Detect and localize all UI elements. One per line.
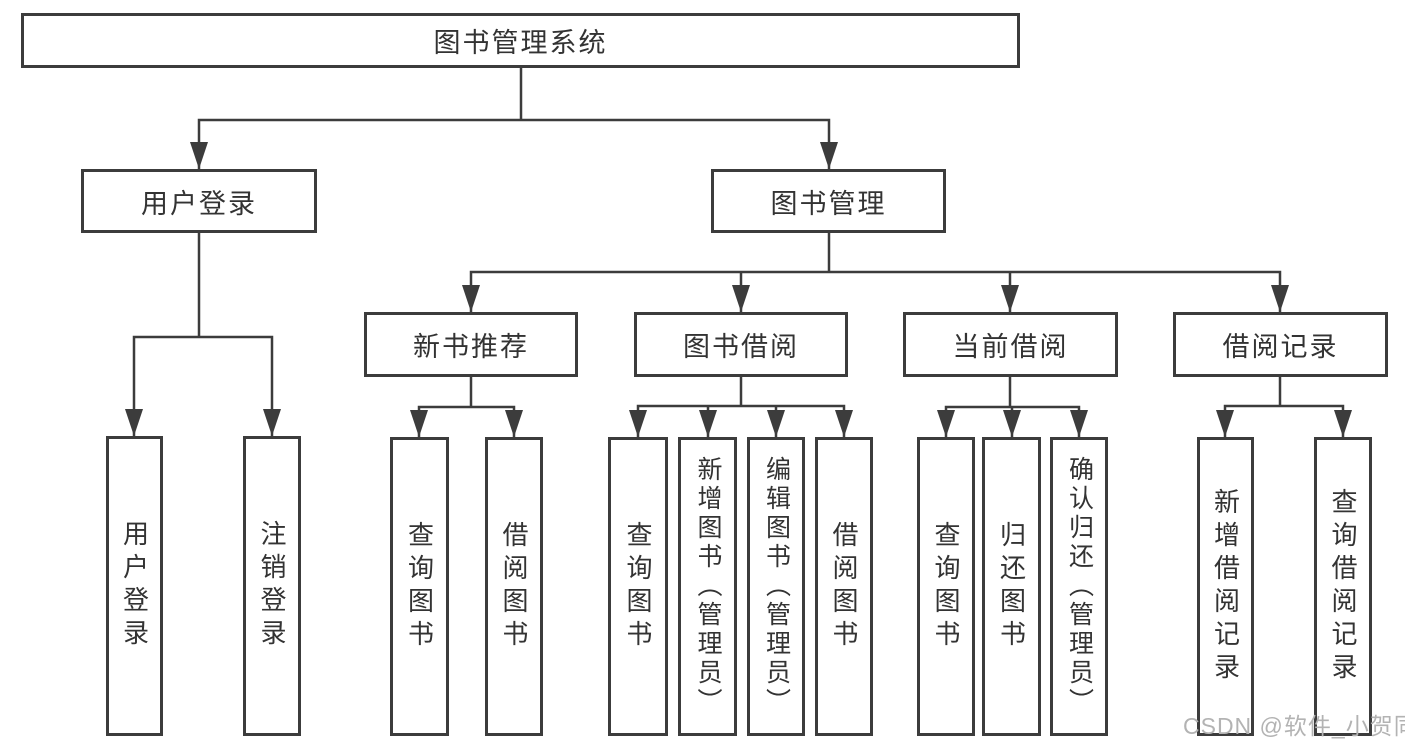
node-label: 借阅记录 <box>1222 332 1339 362</box>
watermark: CSDN @软件_小贺同学 <box>1183 713 1405 739</box>
node-label: 编辑图书（管理员） <box>762 456 791 717</box>
leaf-records-query-borrow-record: 查询借阅记录 <box>1314 437 1372 736</box>
tree-edges <box>132 68 1345 437</box>
node-current-borrowing: 当前借阅 <box>903 312 1118 377</box>
leaf-current-return-book: 归还图书 <box>982 437 1041 736</box>
arrowheads <box>125 142 1352 437</box>
leaf-records-add-borrow-record: 新增借阅记录 <box>1197 437 1254 736</box>
leaf-borrow-edit-book-admin: 编辑图书（管理员） <box>747 437 805 736</box>
node-label: 查询图书 <box>931 520 961 653</box>
leaf-borrow-query-book: 查询图书 <box>608 437 668 736</box>
node-label: 新增图书（管理员） <box>694 456 722 717</box>
node-new-book-recommend: 新书推荐 <box>364 312 578 377</box>
node-book-management: 图书管理 <box>711 169 946 233</box>
node-label: 注销登录 <box>257 520 287 652</box>
node-book-borrowing: 图书借阅 <box>634 312 848 377</box>
node-label: 当前借阅 <box>952 332 1069 362</box>
leaf-newbook-borrow-book: 借阅图书 <box>485 437 543 736</box>
node-label: 归还图书 <box>996 520 1027 653</box>
leaf-borrow-borrow-book: 借阅图书 <box>815 437 873 736</box>
leaf-user-login: 用户登录 <box>106 436 163 736</box>
node-label: 借阅图书 <box>829 520 859 653</box>
node-label: 用户登录 <box>141 188 257 219</box>
node-label: 借阅图书 <box>499 520 529 653</box>
leaf-logout: 注销登录 <box>243 436 301 736</box>
node-label: 新增借阅记录 <box>1210 487 1241 686</box>
node-borrowing-records: 借阅记录 <box>1173 312 1388 377</box>
node-label: 图书管理系统 <box>433 28 608 58</box>
node-root-library-system: 图书管理系统 <box>21 13 1020 68</box>
node-label: 图书管理 <box>770 188 887 219</box>
leaf-current-query-book: 查询图书 <box>917 437 975 736</box>
leaf-newbook-query-book: 查询图书 <box>390 437 449 736</box>
leaf-current-confirm-return-admin: 确认归还（管理员） <box>1050 437 1108 736</box>
node-label: 新书推荐 <box>413 332 529 362</box>
node-label: 用户登录 <box>119 520 150 652</box>
node-label: 查询图书 <box>623 520 653 653</box>
node-label: 查询借阅记录 <box>1328 487 1358 686</box>
node-label: 确认归还（管理员） <box>1065 456 1094 717</box>
leaf-borrow-add-book-admin: 新增图书（管理员） <box>678 437 737 736</box>
node-user-login: 用户登录 <box>81 169 317 233</box>
node-label: 图书借阅 <box>683 332 799 362</box>
node-label: 查询图书 <box>404 520 435 653</box>
